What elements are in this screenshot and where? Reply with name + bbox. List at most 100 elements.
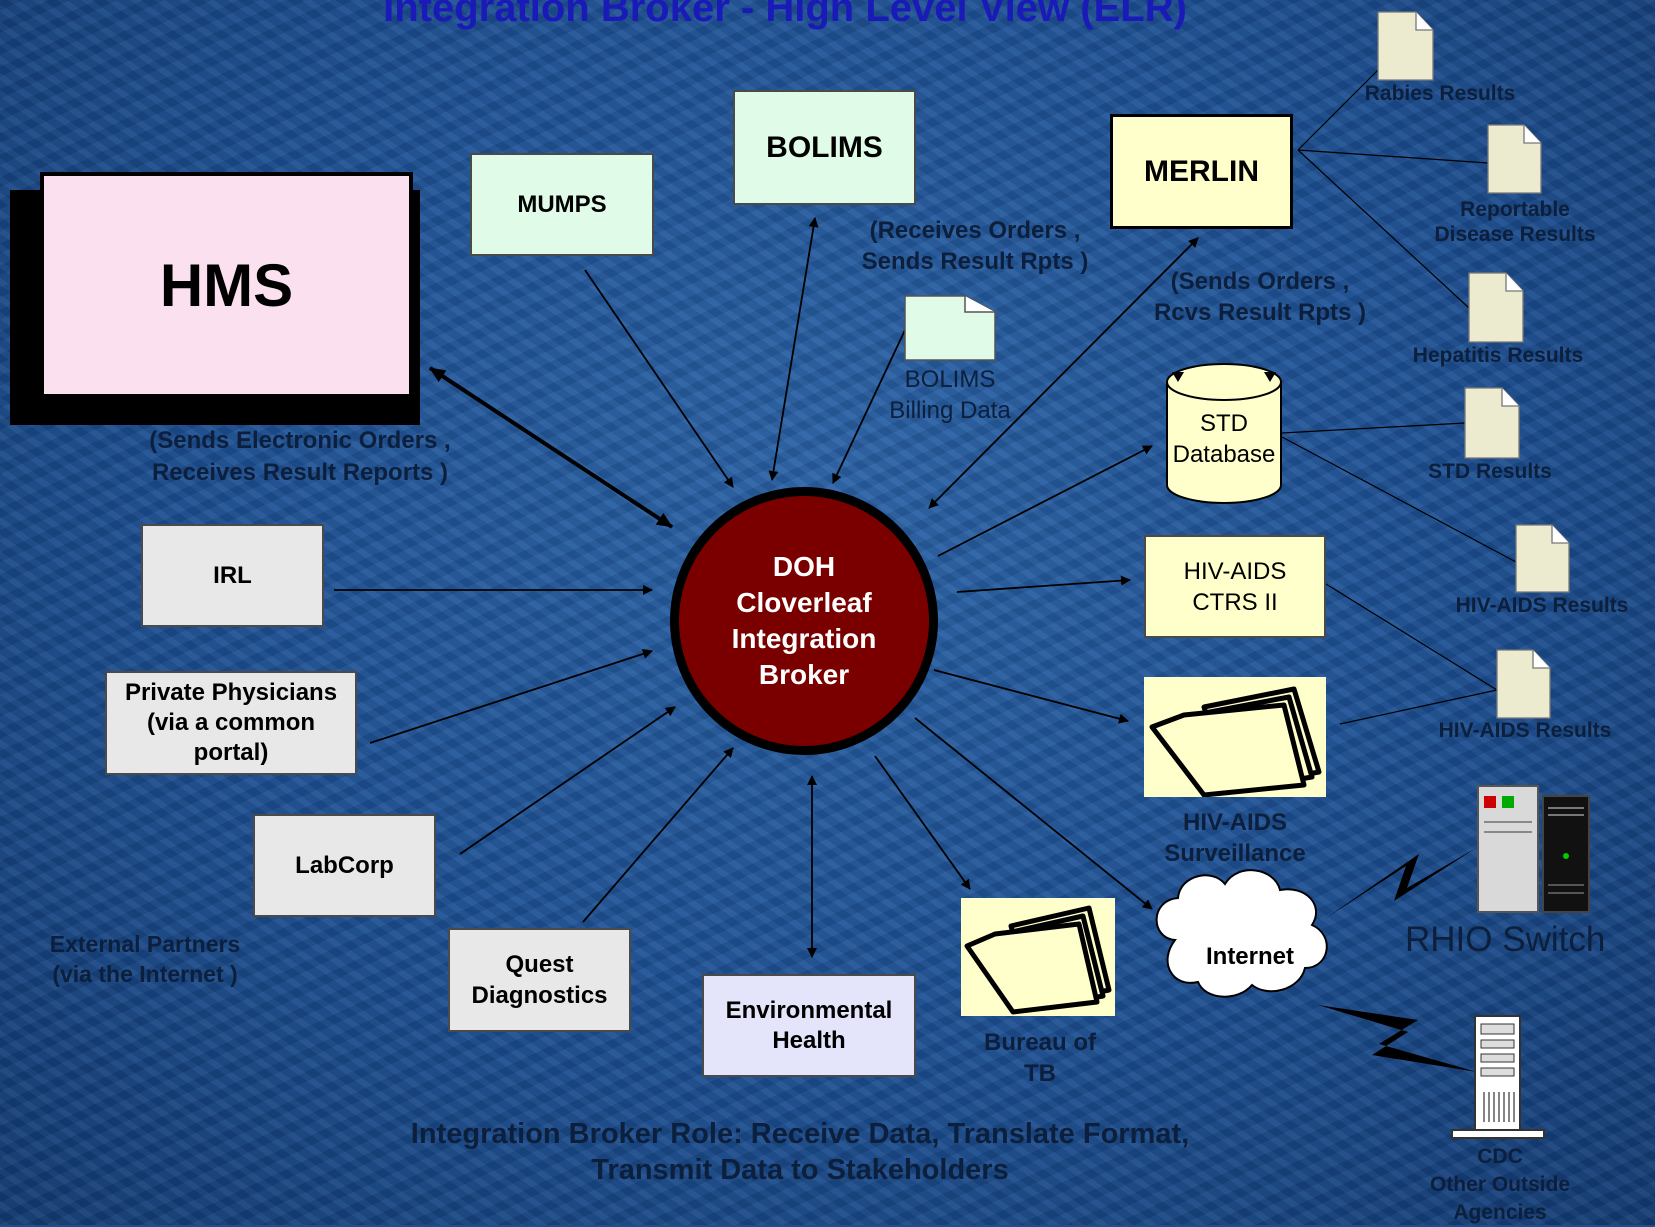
external-line2: (via the Internet ) [52,961,238,987]
hub-line3: Integration [731,623,877,654]
mumps-label: MUMPS [517,190,607,218]
tb-line2: TB [1024,1060,1056,1087]
hub-std-connector [937,445,1153,557]
bolims-caption-line1: (Receives Orders , [869,217,1081,244]
hms-caption: (Sends Electronic Orders , Receives Resu… [120,425,480,489]
hub-line1: DOH [772,551,836,582]
bolims-caption-line2: Sends Result Rpts ) [861,248,1089,275]
merlin-reportable-line [1297,149,1489,164]
hiv-surv-line1: HIV-AIDS [1182,809,1287,836]
hiv-surv-line2: Surveillance [1164,840,1306,867]
rabies-label: Rabies Results [1364,82,1516,105]
std-stdresults-line [1281,422,1466,434]
hub-line2: Cloverleaf [736,587,872,618]
billing-line2: Billing Data [889,397,1011,424]
billing-hub-connector [832,329,906,484]
reportable-line2: Disease Results [1434,223,1596,246]
merlin-hub-connector [928,237,1199,509]
cdc-label: CDC Other Outside Agencies [1400,1143,1600,1227]
reportable-line1: Reportable [1460,198,1570,221]
merlin-hepatitis-line [1297,149,1470,309]
surv-hiv2-line [1339,689,1498,725]
hepatitis-doc-icon [1468,272,1524,343]
mumps-hub-connector [584,269,734,488]
tb-folder-icon[interactable] [961,898,1115,1016]
hiv1-doc-icon [1515,524,1570,593]
mumps-box[interactable]: MUMPS [470,153,654,256]
hub-tb-connector [874,755,971,890]
rhio-label: RHIO Switch [1405,920,1606,959]
external-line1: External Partners [49,931,241,957]
merlin-caption: (Sends Orders , Rcvs Result Rpts ) [1130,266,1390,328]
hms-hub-connector [428,366,674,529]
hub-circle[interactable]: DOH Cloverleaf Integration Broker [670,487,938,755]
tb-label: Bureau of TB [940,1027,1140,1089]
hiv1-results-label: HIV-AIDS Results [1455,594,1629,617]
irl-box[interactable]: IRL [141,524,324,627]
std-hiv1-line [1281,436,1517,563]
environmental-health-box[interactable]: Environmental Health [702,974,916,1077]
hub-ctrs-connector [956,575,1131,593]
quest-line2: Diagnostics [471,982,608,1009]
hub-internet-connector [914,717,1153,910]
external-partners-label: External Partners (via the Internet ) [30,929,260,989]
private-line2: (via a common [146,709,316,736]
private-physicians-box[interactable]: Private Physicians (via a common portal) [105,671,357,775]
bolims-hub-connector [768,217,819,481]
std-db-line2: Database [1172,441,1276,468]
billing-caption: BOLIMS Billing Data [850,364,1050,426]
quest-line1: Quest [505,951,574,978]
bolims-box[interactable]: BOLIMS [733,90,916,205]
merlin-box[interactable]: MERLIN [1110,114,1293,229]
std-db-label: STD Database [1165,408,1283,470]
hepatitis-label: Hepatitis Results [1412,344,1584,367]
labcorp-label: LabCorp [295,851,394,879]
hms-label: HMS [159,251,294,319]
std-db-line1: STD [1200,410,1248,437]
footer-caption: Integration Broker Role: Receive Data, T… [300,1116,1300,1188]
env-line1: Environmental [725,996,893,1024]
quest-hub-connector [582,747,734,923]
irl-label: IRL [213,561,252,589]
labcorp-hub-connector [459,706,676,855]
private-line1: Private Physicians [124,679,338,706]
hiv-surv-folder-icon[interactable] [1144,677,1326,797]
ctrs-hiv2-line [1325,583,1498,691]
tb-line1: Bureau of [983,1029,1096,1056]
hiv-ctrs-line1: HIV-AIDS [1183,557,1287,585]
merlin-rabies-line [1297,69,1379,151]
footer-line2: Transmit Data to Stakeholders [591,1154,1009,1186]
env-line2: Health [772,1026,846,1054]
hiv-ctrs-line2: CTRS II [1192,588,1278,616]
cdc-line3: Agencies [1453,1201,1547,1224]
cdc-line1: CDC [1477,1145,1523,1168]
private-line3: portal) [193,739,269,766]
hms-caption-line2: Receives Result Reports ) [151,459,449,486]
merlin-caption-line2: Rcvs Result Rpts ) [1153,299,1367,326]
hiv-surv-label: HIV-AIDS Surveillance [1130,807,1340,869]
bolims-caption: (Receives Orders , Sends Result Rpts ) [840,215,1110,277]
hms-caption-line1: (Sends Electronic Orders , [149,427,451,454]
std-doc-icon [1464,387,1520,459]
cdc-lightning [1318,1005,1477,1072]
hiv2-doc-icon [1496,649,1551,719]
bolims-label: BOLIMS [766,130,883,164]
cdc-line2: Other Outside [1429,1173,1571,1196]
hms-box[interactable]: HMS [40,172,413,398]
private-hub-connector [369,649,653,744]
merlin-caption-line1: (Sends Orders , [1170,268,1350,295]
hiv-ctrs-box[interactable]: HIV-AIDS CTRS II [1144,535,1326,638]
quest-box[interactable]: Quest Diagnostics [448,928,631,1032]
billing-line1: BOLIMS [904,366,996,393]
labcorp-box[interactable]: LabCorp [253,814,436,917]
footer-line1: Integration Broker Role: Receive Data, T… [410,1118,1190,1150]
rabies-doc-icon [1377,11,1434,81]
merlin-label: MERLIN [1144,154,1259,188]
